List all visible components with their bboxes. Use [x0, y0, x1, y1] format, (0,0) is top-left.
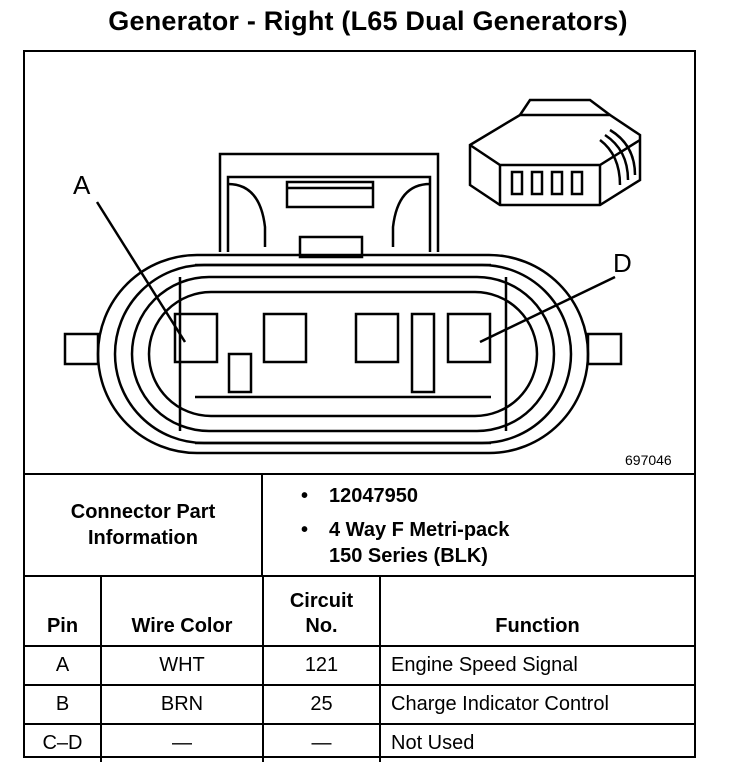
cell-circuit: 25	[262, 684, 381, 725]
connector-type-line2: 150 Series (BLK)	[329, 545, 488, 567]
lock-tab	[227, 352, 253, 394]
connector-info-label-line1: Connector Part	[70, 501, 216, 523]
pin-cavity-a	[173, 312, 219, 364]
connector-info-item: • 12047950	[293, 483, 693, 509]
pin-cavity-d	[446, 312, 492, 364]
table-row: A WHT 121 Engine Speed Signal	[25, 645, 694, 686]
latch-curve-right	[391, 182, 431, 247]
connector-type-line1: 4 Way F Metri-pack	[329, 519, 510, 541]
cell-function: Charge Indicator Control	[379, 684, 694, 725]
latch-curve-left	[227, 182, 267, 247]
cell-wire-color: BRN	[100, 684, 264, 725]
header-circuit-line2: No.	[305, 615, 338, 637]
cell-circuit: —	[262, 723, 381, 762]
connector-body-outer	[96, 253, 590, 455]
latch-inner	[226, 175, 432, 252]
callout-a: A	[73, 170, 91, 200]
bullet-icon: •	[301, 519, 309, 541]
side-tab-left	[63, 332, 100, 366]
side-tab-right	[586, 332, 623, 366]
cell-function: Not Used	[379, 723, 694, 762]
pin-cavity-c	[354, 312, 400, 364]
cell-pin: B	[25, 684, 102, 725]
cell-circuit: 121	[262, 645, 381, 686]
connector-thumbnail	[468, 98, 642, 207]
connector-drawing	[63, 98, 642, 455]
connector-body-seal	[130, 275, 556, 433]
cell-wire-color: WHT	[100, 645, 264, 686]
pin-cavity-b	[262, 312, 308, 364]
reference-number: 697046	[625, 452, 672, 468]
latch-tab	[298, 235, 364, 259]
latch-housing	[218, 152, 440, 252]
leader-a	[95, 201, 187, 343]
connector-info-list: • 12047950 • 4 Way F Metri-pack 150 Seri…	[293, 483, 693, 569]
connector-info-item: • 4 Way F Metri-pack 150 Series (BLK)	[293, 517, 693, 569]
cell-wire-color: —	[100, 723, 264, 762]
table-row: C–D — — Not Used	[25, 723, 694, 762]
connector-info-label: Connector Part Information	[25, 475, 263, 575]
pin-table: Pin Wire Color Circuit No. Function A WH…	[25, 577, 694, 762]
callout-d: D	[613, 248, 632, 278]
header-wire-color: Wire Color	[100, 577, 264, 647]
connector-info-section: Connector Part Information • 12047950 • …	[25, 473, 694, 577]
latch-window	[285, 180, 375, 209]
header-pin: Pin	[25, 577, 102, 647]
leader-d	[479, 275, 616, 344]
connector-face	[147, 290, 539, 418]
header-function: Function	[379, 577, 694, 647]
page-title: Generator - Right (L65 Dual Generators)	[108, 6, 628, 36]
header-circuit: Circuit No.	[262, 577, 381, 647]
table-row: B BRN 25 Charge Indicator Control	[25, 684, 694, 725]
connector-info-label-line2: Information	[88, 527, 198, 549]
part-number: 12047950	[329, 485, 418, 507]
cell-pin: A	[25, 645, 102, 686]
cell-pin: C–D	[25, 723, 102, 762]
bullet-icon: •	[301, 485, 309, 507]
cell-function: Engine Speed Signal	[379, 645, 694, 686]
connector-diagram: A D 697046	[25, 52, 694, 470]
header-circuit-line1: Circuit	[289, 590, 354, 612]
pin-table-header: Pin Wire Color Circuit No. Function	[25, 577, 694, 647]
key-slot	[410, 312, 436, 394]
